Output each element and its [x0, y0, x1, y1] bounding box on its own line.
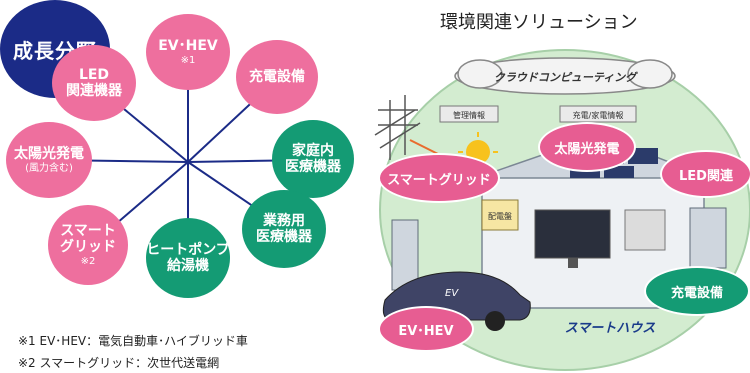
footnote-1: ※1 EV･HEV：電気自動車･ハイブリッド車 — [18, 334, 248, 348]
node-smart-grid: スマート グリッド ※2 — [48, 205, 128, 285]
node-charging-label: 充電設備 — [249, 68, 305, 85]
monitor-icon — [534, 209, 611, 259]
node-smart-grid-label: スマート グリッド — [60, 222, 116, 255]
panel-management-label: 管理情報 — [453, 110, 485, 120]
node-heat-pump: ヒートポンプ 給湯機 — [146, 218, 230, 298]
node-smart-grid-note: ※2 — [80, 255, 96, 267]
charging-station-icon — [391, 219, 419, 291]
node-heat-pump-label: ヒートポンプ 給湯機 — [146, 241, 230, 274]
section-title: 環境関連ソリューション — [440, 12, 638, 33]
distribution-board-label: 配電盤 — [488, 211, 512, 221]
distribution-board — [481, 199, 519, 231]
node-solar: 太陽光発電 (風力含む) — [6, 122, 92, 198]
node-ev-hev-note: ※1 — [180, 54, 196, 66]
badge-smart-grid: スマートグリッド — [378, 153, 500, 203]
ev-car-label: EV — [445, 288, 459, 299]
cloud-label: クラウドコンピューティング — [494, 71, 638, 84]
hub-connectors — [49, 50, 313, 258]
node-pro-medical: 業務用 医療機器 — [242, 190, 326, 268]
appliance-icon — [624, 209, 666, 251]
node-solar-note: (風力含む) — [25, 162, 73, 174]
node-pro-medical-label: 業務用 医療機器 — [256, 212, 312, 245]
panel-management — [439, 105, 499, 123]
node-solar-label: 太陽光発電 — [14, 145, 84, 162]
badge-led: LED関連 — [660, 150, 750, 198]
footnote-2: ※2 スマートグリッド：次世代送電網 — [18, 356, 220, 370]
node-ev-hev-label: EV･HEV — [158, 37, 218, 54]
charger-right-icon — [689, 207, 727, 269]
panel-charging-info-label: 充電/家電情報 — [573, 110, 624, 120]
power-pylon-icon — [374, 95, 421, 160]
node-led: LED 関連機器 — [52, 45, 136, 121]
node-home-medical: 家庭内 医療機器 — [272, 120, 354, 198]
node-charging: 充電設備 — [236, 40, 318, 114]
smart-house-label: スマートハウス — [565, 321, 656, 336]
node-ev-hev: EV･HEV ※1 — [146, 14, 230, 90]
cloud-icon — [454, 57, 676, 95]
badge-solar: 太陽光発電 — [538, 122, 636, 172]
badge-charging: 充電設備 — [644, 266, 750, 316]
node-home-medical-label: 家庭内 医療機器 — [285, 142, 341, 175]
badge-ev-hev: EV･HEV — [378, 306, 474, 352]
node-led-label: LED 関連機器 — [66, 66, 122, 99]
